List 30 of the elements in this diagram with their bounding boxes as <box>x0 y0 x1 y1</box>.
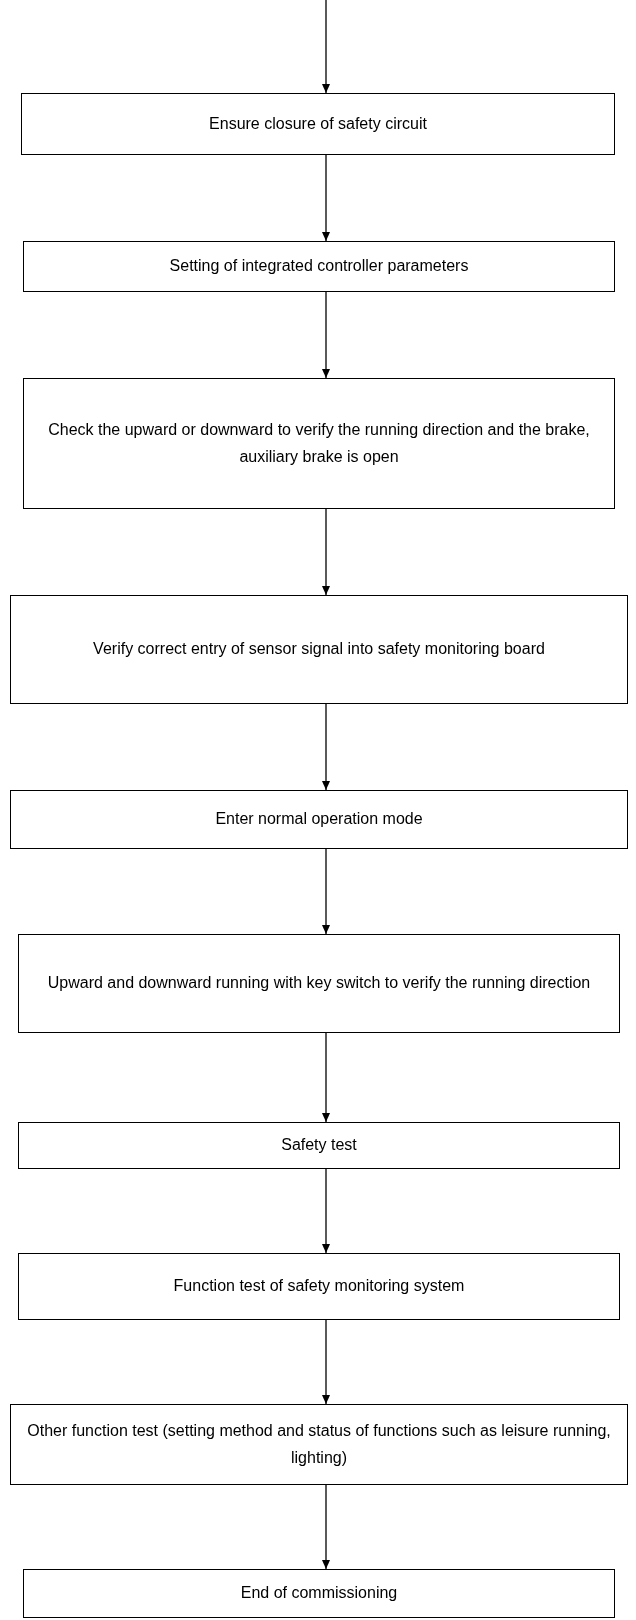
process-box <box>18 1122 620 1169</box>
arrow <box>322 0 330 94</box>
process-box <box>18 1253 620 1320</box>
step-text: Enter normal operation mode <box>215 809 423 830</box>
process-box <box>18 934 620 1033</box>
step-text: Ensure closure of safety circuit <box>209 113 427 134</box>
step-text: End of commissioning <box>240 1583 398 1604</box>
process-box <box>10 595 628 704</box>
process-box <box>23 241 615 292</box>
process-box <box>23 378 615 509</box>
step-text: Function test of safety monitoring system <box>173 1276 465 1297</box>
arrow <box>322 154 330 242</box>
step-text: Safety test <box>281 1135 357 1156</box>
step-text: Verify correct entry of sensor signal into safety monitoring board <box>93 639 545 660</box>
arrow <box>322 1032 330 1123</box>
process-box <box>23 1569 615 1618</box>
step-text: Other function test (setting method and status of functions such as leisure running, lighting) <box>26 1421 612 1468</box>
arrow <box>322 1168 330 1254</box>
arrow <box>322 1319 330 1405</box>
process-box <box>10 1404 628 1485</box>
process-box <box>21 93 615 155</box>
process-box <box>10 790 628 849</box>
step-text: Upward and downward running with key switch to verify the running direction <box>47 973 591 994</box>
arrow <box>322 291 330 379</box>
arrow <box>322 508 330 596</box>
arrow <box>322 703 330 791</box>
arrow <box>322 1484 330 1570</box>
arrow <box>322 848 330 935</box>
step-text: Check the upward or downward to verify the running direction and the brake, auxiliary brake is open <box>47 420 591 467</box>
step-text: Setting of integrated controller parameters <box>169 256 469 277</box>
